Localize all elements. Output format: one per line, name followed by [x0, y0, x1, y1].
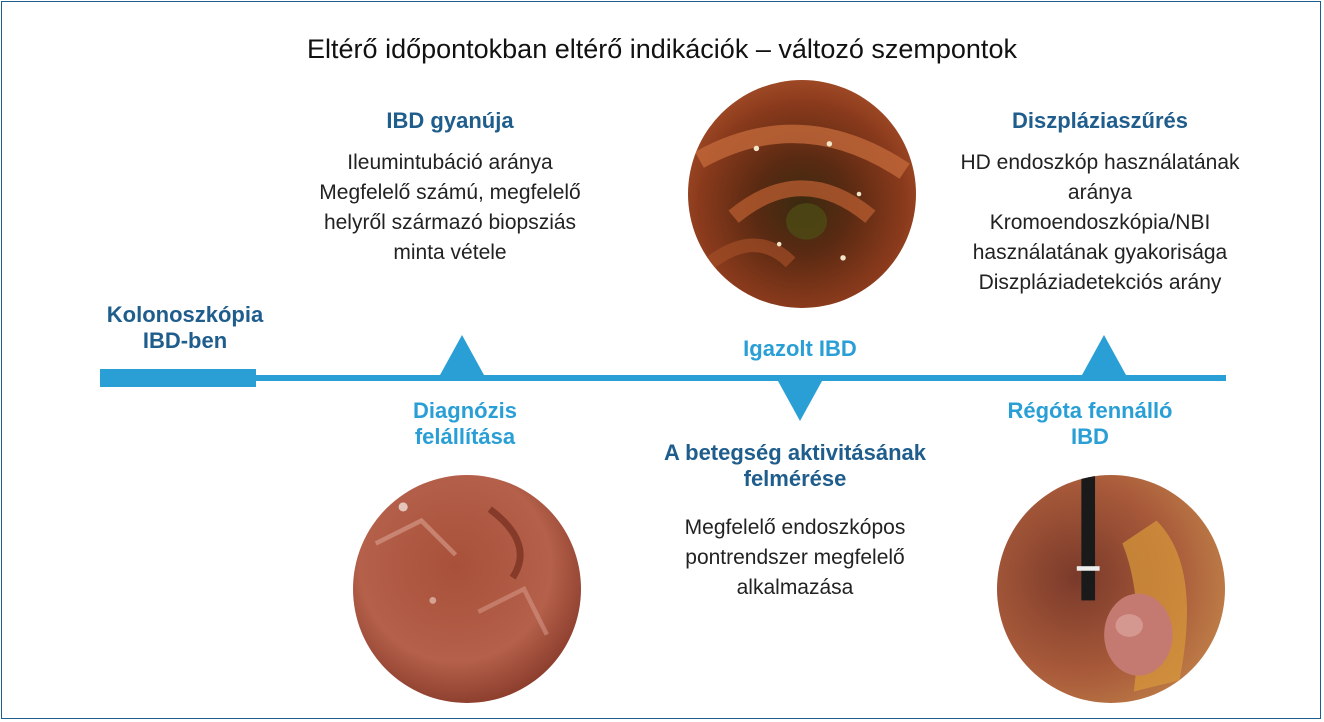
- endoscopy-photo-inflamed-colon: [353, 475, 581, 703]
- suspicion-marker: [440, 335, 484, 375]
- activity-criterion: Megfelelő endoszkópos: [684, 515, 906, 539]
- dysplasia-block: Diszpláziaszűrés HD endoszkóp használatá…: [950, 108, 1250, 298]
- colon-lumen-image: [688, 80, 916, 308]
- dysplasia-criterion: HD endoszkóp használatának: [960, 151, 1240, 175]
- dysplasia-criterion: Diszpláziadetekciós arány: [978, 271, 1222, 295]
- dysplasia-criterion: Kromoendoszkópia/NBI: [989, 211, 1211, 235]
- diagnosis-label-line: Diagnózis: [413, 398, 517, 423]
- longstanding-label-line: IBD: [1071, 424, 1109, 450]
- dysplasia-criterion: aránya: [1067, 181, 1133, 205]
- confirmed-ibd-label: Igazolt IBD: [743, 336, 857, 361]
- start-label-line: Kolonoszkópia: [106, 302, 264, 327]
- dysplasia-criteria: HD endoszkóp használatának aránya Kromoe…: [950, 148, 1250, 298]
- dysplasia-marker: [1082, 335, 1126, 375]
- suspicion-heading: IBD gyanúja: [386, 108, 514, 133]
- suspicion-criterion: minta vétele: [393, 241, 507, 265]
- polyp-image: [997, 475, 1225, 703]
- activity-marker: [778, 381, 822, 421]
- figure-title: Eltérő időpontokban eltérő indikációk – …: [307, 34, 1017, 64]
- activity-criterion: alkalmazása: [736, 575, 854, 599]
- longstanding-label-line: Régóta fennálló: [1007, 398, 1173, 423]
- activity-criteria: Megfelelő endoszkópos pontrendszer megfe…: [580, 513, 1010, 603]
- longstanding-ibd-label: Régóta fennálló IBD: [970, 398, 1210, 451]
- endoscopy-photo-colon-lumen: [688, 80, 916, 308]
- timeline-axis: [100, 375, 1226, 381]
- suspicion-criterion: Megfelelő számú, megfelelő: [319, 181, 581, 205]
- start-label-line: IBD-ben: [142, 328, 228, 354]
- diagnosis-label-line: felállítása: [414, 424, 516, 450]
- timeline-start-marker: [100, 369, 256, 387]
- suspicion-block: IBD gyanúja Ileumintubáció aránya Megfel…: [300, 108, 600, 268]
- activity-heading-line: A betegség aktivitásának: [663, 440, 927, 465]
- dysplasia-heading: Diszpláziaszűrés: [1011, 108, 1189, 133]
- suspicion-criteria: Ileumintubáció aránya Megfelelő számú, m…: [300, 148, 600, 268]
- activity-heading-line: felmérése: [743, 466, 847, 492]
- start-label: Kolonoszkópia IBD-ben: [70, 302, 300, 355]
- inflamed-colon-image: [353, 475, 581, 703]
- endoscopy-photo-polyp-with-snare: [997, 475, 1225, 703]
- activity-criterion: pontrendszer megfelelő: [685, 545, 905, 569]
- suspicion-criterion: Ileumintubáció aránya: [347, 151, 553, 175]
- dysplasia-criterion: használatának gyakorisága: [972, 241, 1228, 265]
- activity-heading: A betegség aktivitásának felmérése: [580, 440, 1010, 493]
- activity-block: A betegség aktivitásának felmérése Megfe…: [580, 440, 1010, 603]
- diagnosis-label: Diagnózis felállítása: [340, 398, 590, 451]
- suspicion-criterion: helyről származó biopsziás: [323, 211, 577, 235]
